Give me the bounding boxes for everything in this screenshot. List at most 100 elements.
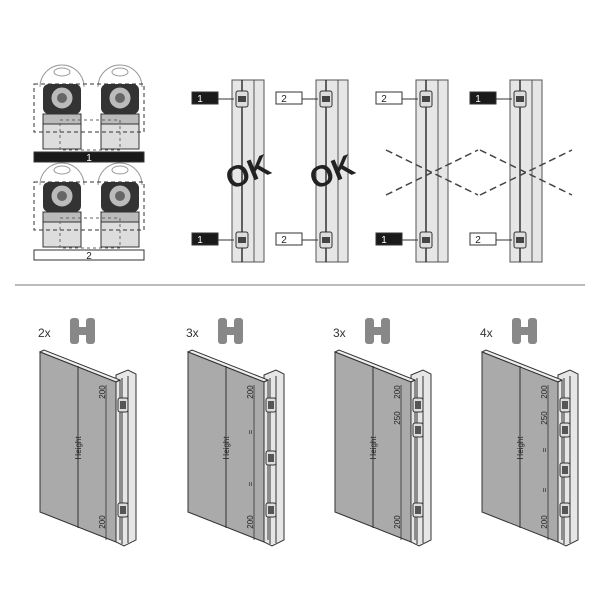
hinge-icon-center bbox=[516, 237, 524, 243]
position-label: 1 bbox=[197, 94, 203, 105]
position-label-box bbox=[375, 232, 403, 246]
height-label: Height bbox=[222, 436, 231, 460]
hinge-distance-label: 250 bbox=[540, 411, 549, 425]
hinge-leaf bbox=[42, 123, 82, 150]
dashed-leaf bbox=[59, 119, 121, 151]
hinge-cap-outline bbox=[39, 162, 85, 186]
height-label: Height bbox=[516, 436, 525, 460]
position-label: 2 bbox=[475, 235, 481, 246]
door-frame bbox=[115, 369, 137, 547]
h-hinge-icon bbox=[76, 327, 89, 335]
equal-spacing-mark: = bbox=[246, 429, 255, 434]
hinge-icon-center bbox=[268, 454, 274, 462]
hinge-pin bbox=[57, 93, 67, 103]
hinge-distance-label: 200 bbox=[98, 385, 107, 399]
h-hinge-icon bbox=[218, 318, 227, 344]
hinge-icon-center bbox=[268, 506, 274, 514]
hinge-icon-center bbox=[120, 401, 126, 409]
hinge-icon-center bbox=[322, 237, 330, 243]
position-label-box bbox=[469, 91, 497, 105]
h-hinge-icon bbox=[224, 327, 237, 335]
hinge-leaf bbox=[42, 221, 82, 248]
hinge-icon-center bbox=[415, 426, 421, 434]
h-hinge-icon bbox=[528, 318, 537, 344]
orientation-view-2: 2 bbox=[33, 162, 145, 262]
cross-mark bbox=[479, 149, 573, 196]
orientation-bar bbox=[33, 151, 145, 163]
hinge-cap-ring bbox=[111, 67, 129, 77]
cross-mark bbox=[385, 149, 479, 196]
position-label-box bbox=[191, 91, 219, 105]
position-label: 1 bbox=[381, 235, 387, 246]
door-edge bbox=[115, 379, 121, 383]
h-hinge-icon bbox=[381, 318, 390, 344]
position-label-box bbox=[375, 91, 403, 105]
hinge-icon-center bbox=[415, 506, 421, 514]
position-label: 2 bbox=[281, 235, 287, 246]
position-label-box bbox=[469, 232, 497, 246]
h-hinge-icon bbox=[70, 318, 79, 344]
orientation-bar bbox=[33, 249, 145, 261]
orientation-view-1: 1 bbox=[33, 64, 145, 164]
position-label-box bbox=[275, 91, 303, 105]
hinge-icon-center bbox=[562, 401, 568, 409]
hinge-cap-ring bbox=[111, 165, 129, 175]
door-frame bbox=[410, 369, 432, 547]
hinge-pin bbox=[115, 191, 125, 201]
orientation-label: 2 bbox=[86, 251, 92, 262]
hinge-icon-center bbox=[422, 237, 430, 243]
door-edge bbox=[557, 379, 563, 383]
hinge-distance-label: 200 bbox=[393, 515, 402, 529]
h-hinge-icon bbox=[86, 318, 95, 344]
cross-mark bbox=[479, 149, 573, 196]
hinge-distance-label: 200 bbox=[393, 385, 402, 399]
hinge-cap-outline bbox=[97, 64, 143, 88]
dashed-leaf bbox=[59, 217, 121, 249]
door-edge bbox=[263, 379, 269, 383]
hinge-plate bbox=[42, 113, 82, 125]
hinge-cap-outline bbox=[97, 162, 143, 186]
dashed-outline bbox=[33, 181, 145, 231]
cross-mark bbox=[385, 149, 479, 196]
equal-spacing-mark: = bbox=[540, 447, 549, 452]
hinge-icon-center bbox=[516, 96, 524, 102]
position-label: 2 bbox=[381, 94, 387, 105]
hinge-icon-center bbox=[238, 96, 246, 102]
hinge-icon-center bbox=[562, 466, 568, 474]
hinge-count: 2x bbox=[38, 326, 51, 340]
position-label: 1 bbox=[197, 235, 203, 246]
h-hinge-icon bbox=[365, 318, 374, 344]
ok-mark: OK bbox=[221, 149, 275, 197]
hinge-icon-center bbox=[562, 426, 568, 434]
hinge-icon-center bbox=[238, 237, 246, 243]
position-label-box bbox=[191, 232, 219, 246]
h-hinge-icon bbox=[371, 327, 384, 335]
frame-diagram-4: 12 bbox=[469, 79, 573, 263]
orientation-label: 1 bbox=[86, 153, 92, 164]
hinge-cap-outline bbox=[39, 64, 85, 88]
hinge-count: 3x bbox=[186, 326, 199, 340]
hinge-distance-label: 200 bbox=[246, 385, 255, 399]
door-frame bbox=[557, 369, 579, 547]
dashed-outline bbox=[33, 83, 145, 133]
ok-mark: OK bbox=[305, 149, 359, 197]
h-hinge-icon bbox=[234, 318, 243, 344]
hinge-distance-label: 200 bbox=[246, 515, 255, 529]
hinge-plate bbox=[42, 211, 82, 223]
h-hinge-icon bbox=[518, 327, 531, 335]
door-edge bbox=[410, 379, 416, 383]
hinge-icon-center bbox=[422, 96, 430, 102]
height-label: Height bbox=[74, 436, 83, 460]
hinge-icon-center bbox=[562, 506, 568, 514]
hinge-icon-center bbox=[415, 401, 421, 409]
hinge-count: 3x bbox=[333, 326, 346, 340]
hinge-pin bbox=[57, 191, 67, 201]
frame-diagram-3: 21 bbox=[375, 79, 479, 263]
